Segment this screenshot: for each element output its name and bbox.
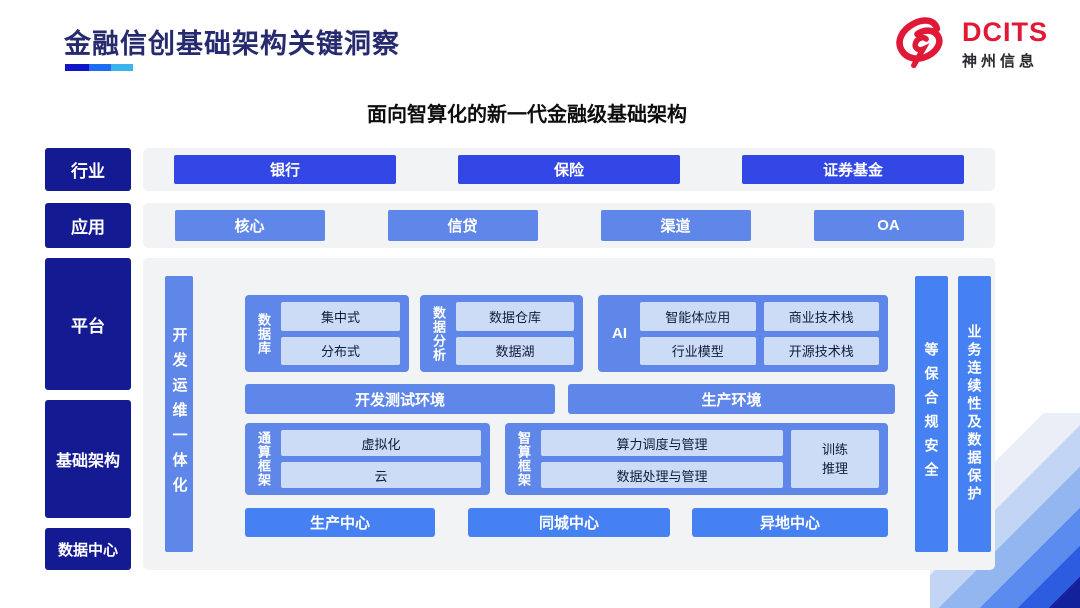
swirl-logo-icon [891, 14, 953, 75]
ai-item-opensource-stack: 开源技术栈 [763, 336, 879, 365]
application-item-channel: 渠道 [600, 210, 751, 241]
analytics-item-lake: 数据湖 [456, 336, 574, 365]
side-label-platform: 平台 [45, 258, 131, 390]
title-underline [65, 64, 133, 71]
env-devtest-bar: 开发测试环境 [245, 384, 555, 414]
cluster-database-label: 数据库 [256, 312, 271, 355]
cluster-general-compute-label: 通算框架 [256, 431, 271, 487]
ai-compute-item-scheduling: 算力调度与管理 [541, 430, 783, 456]
logo-text: DCITS 神州信息 [962, 18, 1048, 70]
industry-col: 银行 [143, 148, 427, 191]
ai-compute-aside-training-inference: 训练推理 [791, 430, 879, 488]
general-compute-item-cloud: 云 [281, 462, 481, 488]
datacenter-remote: 异地中心 [692, 508, 888, 537]
pillar-business-continuity: 业务连续性及数据保护 [958, 276, 991, 552]
cluster-analytics-label: 数据分析 [431, 305, 446, 362]
application-col: 核心 [143, 203, 356, 248]
cluster-database: 数据库 集中式 分布式 [245, 295, 409, 372]
general-compute-item-virtualization: 虚拟化 [281, 430, 481, 456]
pillar-security-compliance: 等保合规安全 [915, 276, 948, 552]
datacenter-samecity: 同城中心 [468, 508, 670, 537]
cluster-ai-compute-label: 智算框架 [516, 431, 531, 487]
industry-item-bank: 银行 [174, 155, 396, 184]
application-item-core: 核心 [174, 210, 325, 241]
underline-segment-light [111, 64, 133, 71]
database-item-centralized: 集中式 [281, 302, 400, 331]
cluster-analytics-items: 数据仓库 数据湖 [456, 302, 574, 365]
industry-item-securities: 证券基金 [742, 155, 964, 184]
side-label-datacenter: 数据中心 [45, 528, 131, 570]
company-logo: DCITS 神州信息 [891, 14, 1048, 75]
cluster-general-compute-items: 虚拟化 云 [281, 430, 481, 488]
ai-compute-item-dataprocessing: 数据处理与管理 [541, 462, 783, 488]
diagram-title: 面向智算化的新一代金融级基础架构 [367, 104, 687, 126]
cluster-general-compute: 通算框架 虚拟化 云 [245, 423, 490, 495]
application-col: 信贷 [356, 203, 569, 248]
application-item-oa: OA [813, 210, 964, 241]
industry-item-insurance: 保险 [458, 155, 680, 184]
industry-col: 证券基金 [711, 148, 995, 191]
industry-col: 保险 [427, 148, 711, 191]
side-label-application: 应用 [45, 203, 131, 248]
database-item-distributed: 分布式 [281, 336, 400, 365]
logo-name: DCITS [962, 17, 1048, 48]
underline-segment-dark [65, 64, 89, 71]
cluster-ai-items: 智能体应用 商业技术栈 行业模型 开源技术栈 [640, 302, 879, 365]
ai-item-industry-model: 行业模型 [640, 336, 756, 365]
analytics-item-warehouse: 数据仓库 [456, 302, 574, 331]
application-col: OA [782, 203, 995, 248]
cluster-ai-label: AI [612, 325, 627, 342]
underline-segment-mid [89, 64, 111, 71]
datacenter-production: 生产中心 [245, 508, 435, 537]
pillar-devops: 开发运维一体化 [165, 276, 193, 552]
main-panel: 开发运维一体化 等保合规安全 业务连续性及数据保护 数据库 集中式 分布式 数据… [143, 258, 995, 570]
application-row: 核心 信贷 渠道 OA [143, 203, 995, 248]
ai-item-commercial-stack: 商业技术栈 [763, 302, 879, 331]
cluster-database-items: 集中式 分布式 [281, 302, 400, 365]
cluster-ai-compute-items: 算力调度与管理 数据处理与管理 [541, 430, 783, 488]
application-item-credit: 信贷 [387, 210, 538, 241]
cluster-ai-compute: 智算框架 算力调度与管理 数据处理与管理 训练推理 [505, 423, 888, 495]
side-label-industry: 行业 [45, 148, 131, 191]
cluster-ai: AI 智能体应用 商业技术栈 行业模型 开源技术栈 [598, 295, 888, 372]
cluster-analytics: 数据分析 数据仓库 数据湖 [420, 295, 583, 372]
industry-row: 银行 保险 证券基金 [143, 148, 995, 191]
ai-item-agent-app: 智能体应用 [640, 302, 756, 331]
logo-company: 神州信息 [962, 52, 1039, 70]
page-title: 金融信创基础架构关键洞察 [64, 29, 400, 59]
application-col: 渠道 [569, 203, 782, 248]
side-label-infrastructure: 基础架构 [45, 400, 131, 518]
env-production-bar: 生产环境 [568, 384, 895, 414]
